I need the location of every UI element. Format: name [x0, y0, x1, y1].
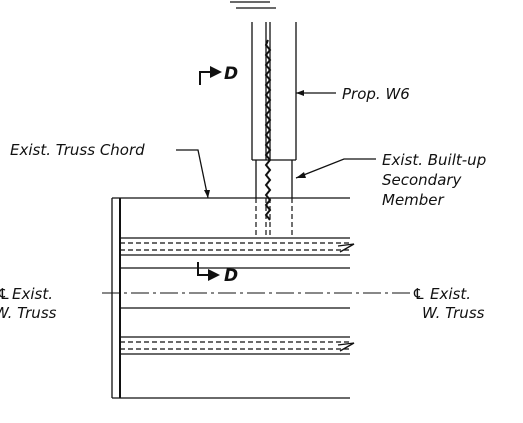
- cl-left-line2: W. Truss: [0, 304, 57, 322]
- section-marker-top: D: [199, 64, 238, 85]
- truss-chord-label: Exist. Truss Chord: [10, 141, 145, 159]
- built-up-label-line1: Exist. Built-up: [382, 151, 486, 169]
- section-label-bottom: D: [224, 266, 238, 286]
- centerline-label-right: ℄ Exist. W. Truss: [412, 285, 485, 322]
- built-up-callout: Exist. Built-up Secondary Member: [295, 151, 486, 209]
- prop-w6-label: Prop. W6: [342, 85, 410, 103]
- truss-chord: [102, 197, 410, 399]
- built-up-label-line2: Secondary: [382, 171, 463, 189]
- prop-w6-callout: Prop. W6: [296, 85, 410, 103]
- centerline-label-left: ℄ Exist. W. Truss: [0, 285, 57, 322]
- section-label-top: D: [224, 64, 238, 84]
- weld-hatching: [264, 39, 272, 221]
- built-up-label-line3: Member: [382, 191, 445, 209]
- prop-w6-column: [230, 1, 297, 161]
- section-marker-bottom: D: [197, 262, 238, 286]
- centerline-symbol-right: ℄: [412, 285, 425, 303]
- truss-chord-callout: Exist. Truss Chord: [10, 141, 210, 199]
- cl-left-line1: Exist.: [12, 285, 53, 303]
- centerline-symbol-left: ℄: [0, 285, 10, 303]
- built-up-secondary-member: [255, 160, 293, 238]
- cl-right-line1: Exist.: [430, 285, 471, 303]
- cl-right-line2: W. Truss: [422, 304, 485, 322]
